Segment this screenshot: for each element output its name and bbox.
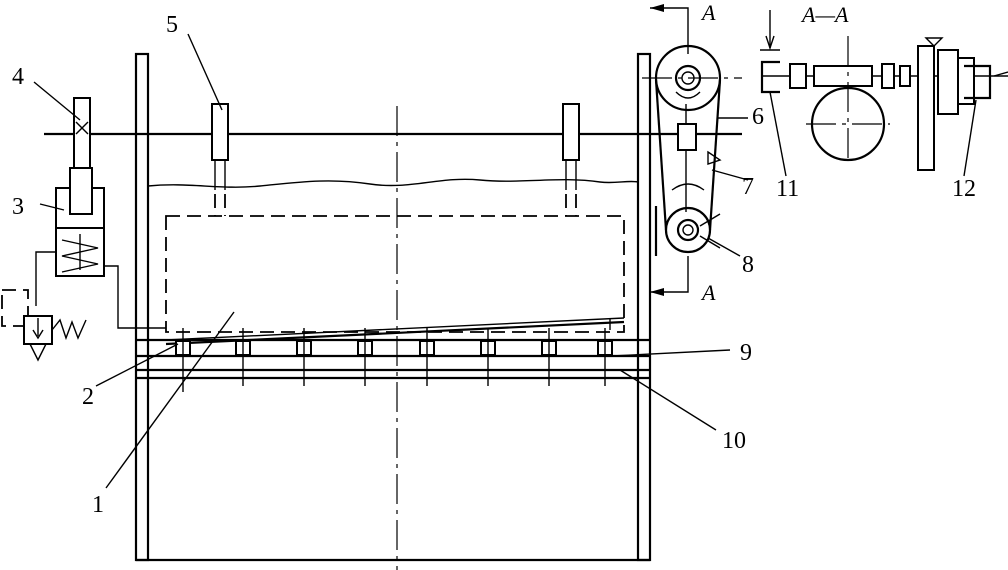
section-marker-top-label: A — [700, 0, 716, 25]
section-marker-top: A — [650, 0, 716, 54]
label-12: 12 — [952, 176, 976, 202]
section-view — [760, 10, 1008, 171]
clamp-row — [175, 328, 613, 392]
right-hanger — [562, 103, 580, 216]
clutch-right — [964, 64, 992, 100]
label-8: 8 — [742, 252, 754, 278]
label-7: 7 — [742, 174, 754, 200]
label-6: 6 — [752, 104, 764, 130]
hydraulic-cylinder — [35, 97, 166, 329]
left-hanger — [211, 103, 229, 216]
belt — [654, 79, 722, 231]
label-2: 2 — [82, 384, 94, 410]
label-11: 11 — [776, 176, 799, 202]
connecting-block — [677, 123, 697, 151]
right-column — [636, 52, 652, 562]
left-column — [134, 52, 150, 562]
leaders — [33, 33, 977, 489]
label-1: 1 — [92, 492, 104, 518]
section-title: A—A — [800, 2, 849, 27]
label-5: 5 — [166, 12, 178, 38]
label-4: 4 — [12, 64, 24, 90]
label-10: 10 — [722, 428, 746, 454]
flywheel — [917, 45, 935, 171]
section-marker-bottom-label: A — [700, 280, 716, 305]
section-marker-bottom: A — [650, 256, 716, 305]
break-line — [147, 178, 639, 188]
label-9: 9 — [740, 340, 752, 366]
blade-holder-dashed — [165, 215, 625, 333]
hydraulic-line — [104, 265, 166, 329]
relief-valve — [1, 289, 87, 362]
frame — [134, 52, 652, 562]
clutch-left — [760, 60, 780, 94]
label-3: 3 — [12, 194, 24, 220]
